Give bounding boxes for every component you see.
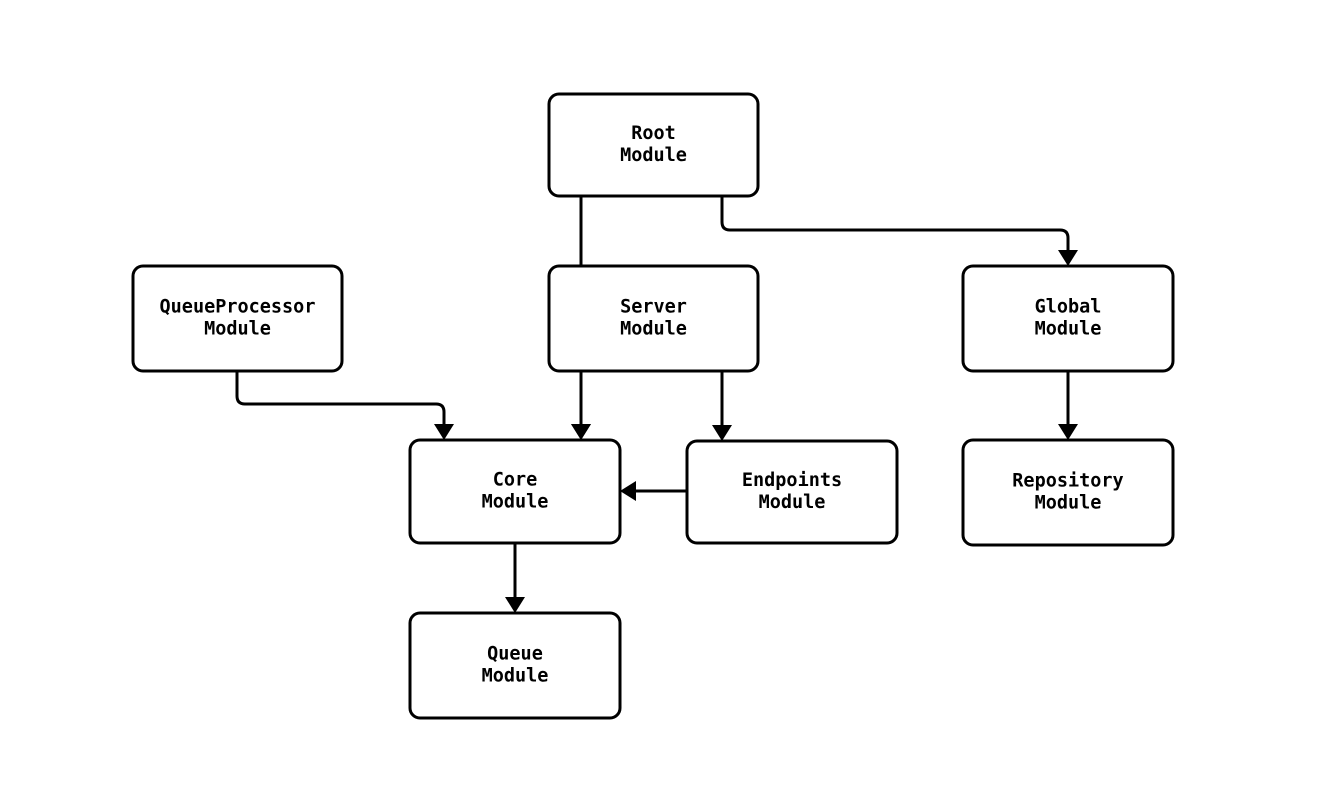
node-box-queue[interactable] [408, 611, 622, 720]
arrowhead-icon-global-repository [1058, 424, 1078, 440]
node-box-core[interactable] [408, 438, 622, 545]
edge-root-global [720, 196, 1078, 266]
node-label-line1-repository: Repository [1012, 471, 1123, 492]
node-box-endpoints[interactable] [685, 439, 899, 545]
edge-line-root-global [720, 196, 1070, 251]
node-label-line2-queueprocessor: Module [204, 319, 271, 340]
node-box-queueprocessor[interactable] [131, 264, 344, 373]
node-label-line2-endpoints: Module [759, 492, 826, 513]
node-box-root[interactable] [547, 92, 760, 198]
edge-server-endpoints [712, 371, 732, 441]
arrowhead-icon-server-core [571, 424, 591, 440]
edge-global-repository [1058, 371, 1078, 440]
arrowhead-icon-core-queue [505, 597, 525, 613]
edge-queueprocessor-core [235, 371, 454, 440]
node-label-line1-server: Server [620, 297, 687, 318]
node-label-line1-queueprocessor: QueueProcessor [160, 297, 316, 318]
node-label-line2-queue: Module [482, 666, 549, 687]
node-box-server[interactable] [547, 264, 760, 373]
arrowhead-icon-root-global [1058, 250, 1078, 266]
node-box-repository[interactable] [961, 438, 1175, 547]
arrowhead-icon-endpoints-core [620, 481, 636, 501]
node-label-line1-endpoints: Endpoints [742, 470, 842, 491]
edge-endpoints-core [620, 481, 687, 501]
edge-server-core [571, 371, 591, 440]
node-label-line2-server: Module [620, 319, 687, 340]
node-label-line1-core: Core [493, 470, 538, 491]
edges-layer [235, 196, 1078, 613]
node-label-line1-global: Global [1035, 297, 1102, 318]
node-label-line2-core: Module [482, 492, 549, 513]
edge-line-queueprocessor-core [235, 371, 446, 425]
node-label-line2-global: Module [1035, 319, 1102, 340]
edge-core-queue [505, 543, 525, 613]
arrowhead-icon-queueprocessor-core [434, 424, 454, 440]
node-label-line2-root: Module [620, 145, 687, 166]
node-label-line2-repository: Module [1035, 493, 1102, 514]
arrowhead-icon-server-endpoints [712, 425, 732, 441]
node-box-global[interactable] [961, 264, 1175, 373]
node-label-line1-queue: Queue [487, 644, 543, 665]
node-label-line1-root: Root [631, 123, 676, 144]
nodes-layer: RootModuleQueueProcessorModuleServerModu… [131, 92, 1175, 720]
